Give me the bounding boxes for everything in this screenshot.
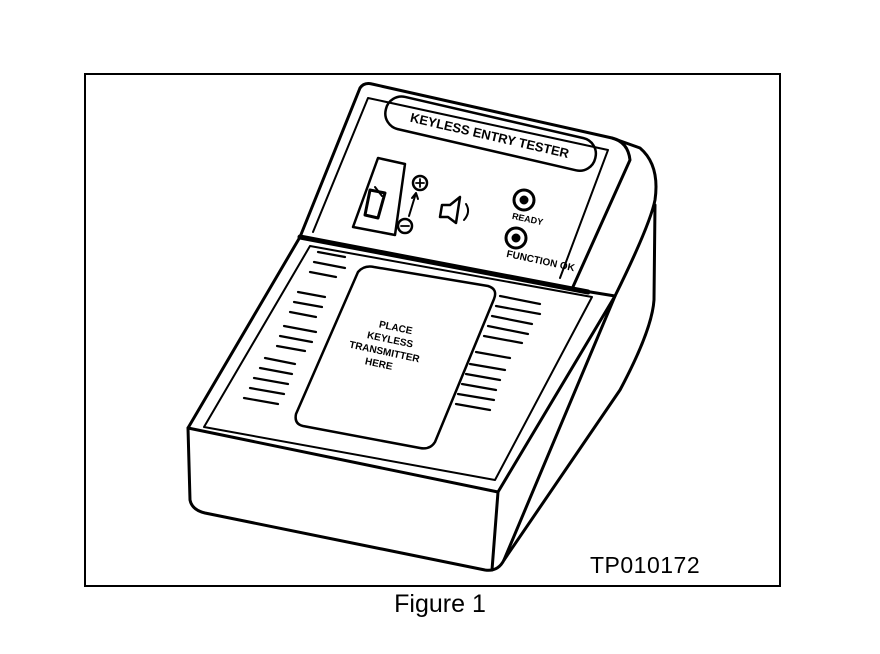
device-base bbox=[186, 235, 617, 494]
upper-panel bbox=[298, 82, 632, 291]
figure-caption: Figure 1 bbox=[394, 590, 486, 618]
slide-switch-icon bbox=[351, 156, 407, 237]
ready-lamp bbox=[512, 188, 536, 212]
device-base-front bbox=[186, 294, 617, 572]
figure-id-code: TP010172 bbox=[590, 552, 701, 578]
function-ok-label: FUNCTION OK bbox=[505, 249, 576, 274]
figure-frame bbox=[84, 73, 781, 587]
pad-text: PLACE KEYLESS TRANSMITTER HERE bbox=[348, 319, 421, 373]
minus-circle-icon bbox=[396, 217, 414, 235]
ready-label: READY bbox=[511, 211, 544, 227]
plus-circle-icon bbox=[411, 174, 429, 192]
transmitter-pad bbox=[294, 265, 497, 450]
speaker-icon bbox=[438, 195, 470, 225]
name-plate bbox=[384, 95, 598, 172]
device-base-right-side bbox=[610, 136, 658, 298]
function-ok-lamp bbox=[504, 226, 528, 250]
instruction-marks bbox=[242, 250, 542, 412]
